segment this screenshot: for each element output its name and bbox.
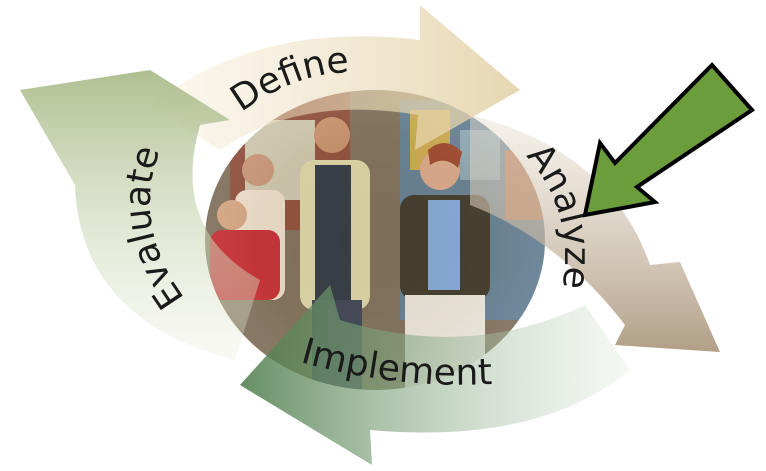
highlight-pointer-arrow bbox=[582, 62, 756, 218]
evaluate-arrow bbox=[20, 70, 260, 360]
implement-arrow bbox=[240, 285, 630, 465]
analyze-arrow bbox=[470, 115, 720, 352]
define-arrow bbox=[150, 5, 520, 150]
